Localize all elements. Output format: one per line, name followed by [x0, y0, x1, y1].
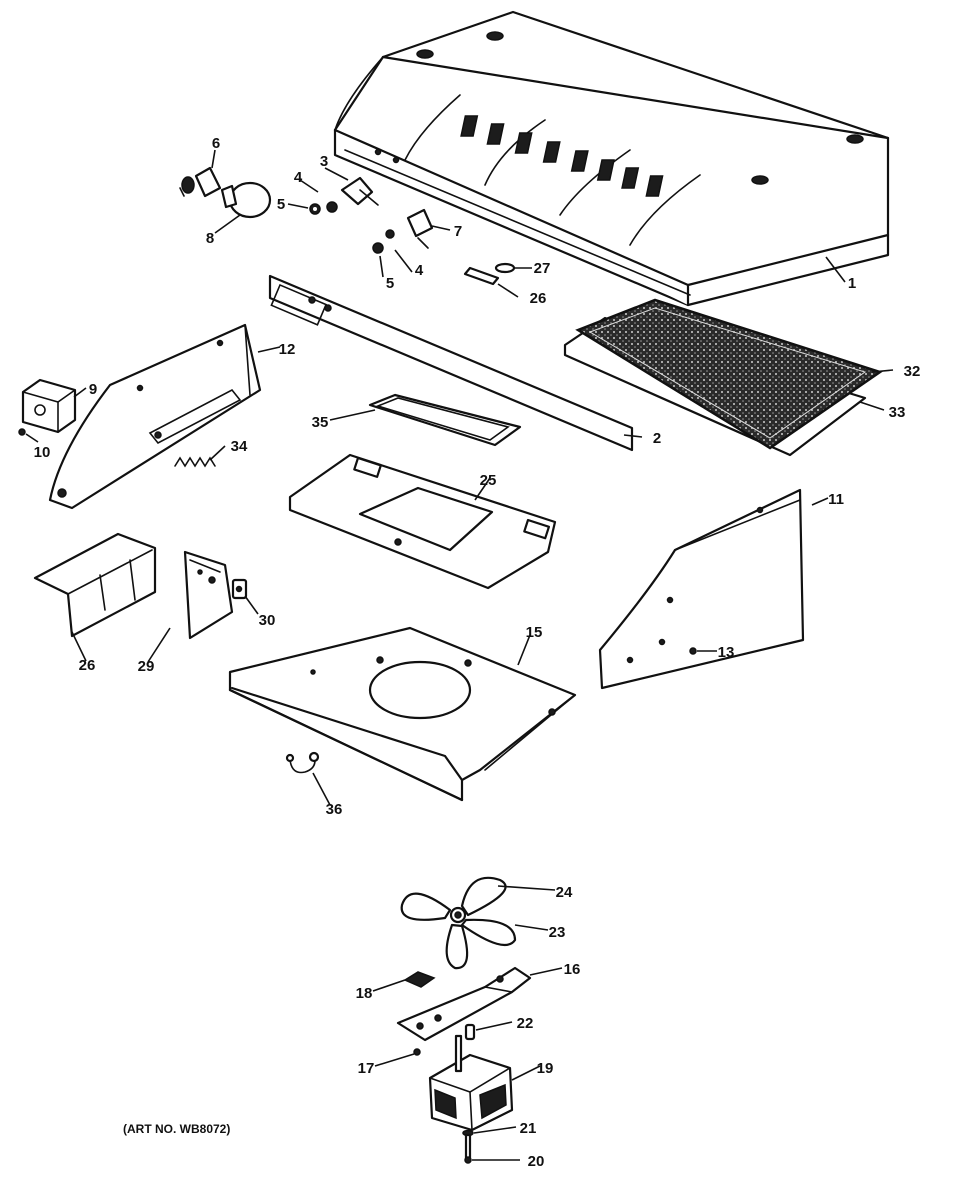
left-side-panel [48, 323, 262, 510]
callout-9: 9 [89, 381, 97, 398]
switch-nut-left [309, 201, 338, 215]
screw-20 [464, 1133, 472, 1164]
rubber-pad [403, 971, 436, 988]
callout-25: 25 [480, 472, 497, 489]
callout-35: 35 [312, 414, 329, 431]
junction-box [21, 378, 77, 434]
callout-8: 8 [206, 230, 214, 247]
leader-lines [25, 149, 894, 1161]
spacer-22 [464, 1023, 476, 1041]
callout-34: 34 [231, 438, 248, 455]
callout-15: 15 [526, 624, 543, 641]
callout-13: 13 [718, 644, 735, 661]
callout-26-top: 26 [530, 290, 547, 307]
light-bulb [220, 181, 272, 219]
callout-23: 23 [549, 924, 566, 941]
fan-motor [428, 1034, 514, 1132]
light-lens [368, 393, 522, 447]
rotary-switch [406, 208, 434, 249]
callout-32: 32 [904, 363, 921, 380]
art-number: (ART NO. WB8072) [123, 1122, 230, 1136]
callout-17: 17 [358, 1060, 375, 1077]
callout-33: 33 [889, 404, 906, 421]
mounting-bracket [33, 532, 157, 638]
screw-13 [689, 647, 697, 655]
screw-10 [18, 428, 26, 436]
light-panel [288, 453, 557, 590]
callout-5-bottom: 5 [386, 275, 394, 292]
callout-11: 11 [828, 491, 844, 508]
callout-7: 7 [454, 223, 462, 240]
callout-24: 24 [556, 884, 573, 901]
callout-21: 21 [520, 1120, 537, 1137]
callout-20: 20 [528, 1153, 545, 1170]
rocker-switch [340, 176, 379, 206]
knob-clip [494, 262, 516, 274]
callout-5-left: 5 [277, 196, 285, 213]
callout-4-bottom: 4 [415, 262, 424, 279]
right-side-panel [598, 488, 805, 690]
screw-17 [413, 1048, 421, 1056]
callout-12: 12 [279, 341, 296, 358]
callout-10: 10 [34, 444, 51, 461]
switch-nut-right [372, 229, 395, 254]
side-bracket [183, 550, 234, 640]
vent-slots [460, 115, 664, 197]
callout-19: 19 [537, 1060, 554, 1077]
motor-mount-bracket [396, 966, 532, 1042]
callout-26-bottom: 26 [79, 657, 96, 674]
fan-blade [400, 876, 517, 970]
callout-29: 29 [138, 658, 155, 675]
callout-2: 2 [653, 430, 661, 447]
callout-22: 22 [517, 1015, 534, 1032]
callout-16: 16 [564, 961, 581, 978]
hood-shell [333, 10, 890, 307]
knob-lever [463, 266, 500, 286]
callout-30: 30 [259, 612, 276, 629]
bottom-pan [228, 626, 577, 802]
cable-clamp [285, 751, 320, 774]
callout-1: 1 [848, 275, 856, 292]
callout-3: 3 [320, 153, 328, 170]
lamp-socket [179, 166, 222, 198]
callout-4-top: 4 [294, 169, 303, 186]
callout-27: 27 [534, 260, 551, 277]
clip-30 [231, 578, 248, 600]
callout-36: 36 [326, 801, 343, 818]
callout-18: 18 [356, 985, 373, 1002]
spring [174, 456, 216, 468]
callout-6: 6 [212, 135, 220, 152]
callout-labels: 6 8 3 4 5 7 4 5 27 26 1 32 33 2 12 9 10 … [34, 135, 921, 1170]
front-rail [268, 274, 634, 452]
